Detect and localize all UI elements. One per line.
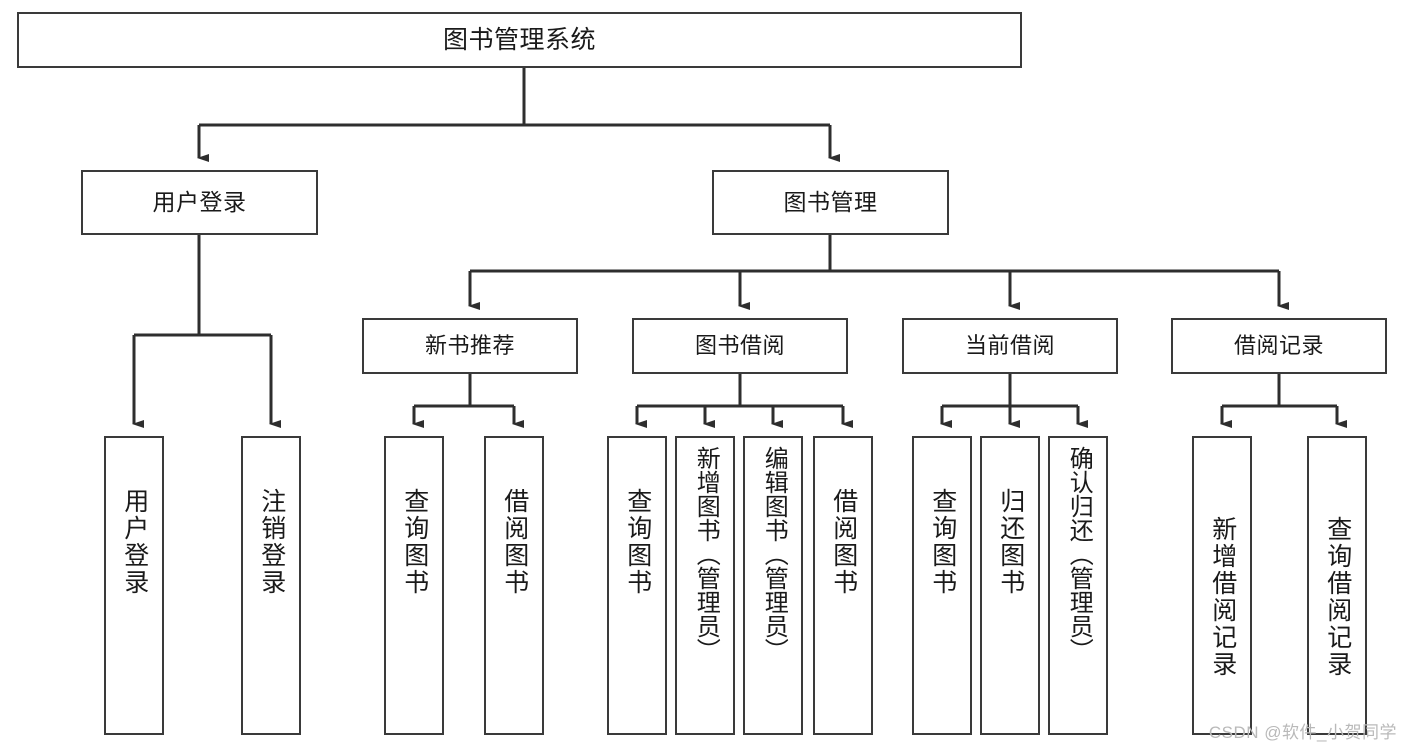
node-user-login[interactable]: 用户登录 bbox=[81, 170, 318, 235]
leaf-book-borrow-edit-label: 编辑图书（管理员） bbox=[760, 446, 788, 662]
leaf-current-borrow-query-label: 查询图书 bbox=[928, 488, 957, 596]
leaf-current-borrow-return[interactable]: 归还图书 bbox=[980, 436, 1040, 735]
leaf-book-borrow-borrow-label: 借阅图书 bbox=[829, 488, 858, 596]
leaf-book-borrow-query-label: 查询图书 bbox=[623, 488, 652, 596]
leaf-new-book-query-label: 查询图书 bbox=[400, 488, 429, 596]
node-new-book-recommend-label: 新书推荐 bbox=[424, 333, 515, 359]
leaf-user-login-login-label: 用户登录 bbox=[120, 488, 149, 596]
leaf-borrow-record-add-label: 新增借阅记录 bbox=[1208, 516, 1237, 678]
node-book-borrow-label: 图书借阅 bbox=[694, 333, 785, 359]
node-book-management-label: 图书管理 bbox=[783, 189, 878, 216]
leaf-book-borrow-borrow[interactable]: 借阅图书 bbox=[813, 436, 873, 735]
leaf-borrow-record-add[interactable]: 新增借阅记录 bbox=[1192, 436, 1252, 735]
node-borrow-record[interactable]: 借阅记录 bbox=[1171, 318, 1387, 374]
node-book-borrow[interactable]: 图书借阅 bbox=[632, 318, 848, 374]
node-root-label: 图书管理系统 bbox=[442, 25, 596, 54]
node-book-management[interactable]: 图书管理 bbox=[712, 170, 949, 235]
node-borrow-record-label: 借阅记录 bbox=[1233, 333, 1324, 359]
leaf-book-borrow-query[interactable]: 查询图书 bbox=[607, 436, 667, 735]
leaf-current-borrow-return-label: 归还图书 bbox=[996, 488, 1025, 596]
node-new-book-recommend[interactable]: 新书推荐 bbox=[362, 318, 578, 374]
node-user-login-label: 用户登录 bbox=[152, 189, 247, 216]
leaf-new-book-borrow-label: 借阅图书 bbox=[500, 488, 529, 596]
leaf-book-borrow-add-label: 新增图书（管理员） bbox=[692, 446, 720, 662]
leaf-user-login-login[interactable]: 用户登录 bbox=[104, 436, 164, 735]
leaf-current-borrow-confirm-return[interactable]: 确认归还（管理员） bbox=[1048, 436, 1108, 735]
leaf-new-book-borrow[interactable]: 借阅图书 bbox=[484, 436, 544, 735]
leaf-user-login-logout[interactable]: 注销登录 bbox=[241, 436, 301, 735]
leaf-new-book-query[interactable]: 查询图书 bbox=[384, 436, 444, 735]
node-root-system[interactable]: 图书管理系统 bbox=[17, 12, 1022, 68]
leaf-borrow-record-query[interactable]: 查询借阅记录 bbox=[1307, 436, 1367, 735]
leaf-current-borrow-confirm-return-label: 确认归还（管理员） bbox=[1065, 446, 1093, 662]
node-current-borrow-label: 当前借阅 bbox=[964, 333, 1055, 359]
leaf-book-borrow-edit[interactable]: 编辑图书（管理员） bbox=[743, 436, 803, 735]
leaf-user-login-logout-label: 注销登录 bbox=[257, 488, 286, 596]
leaf-current-borrow-query[interactable]: 查询图书 bbox=[912, 436, 972, 735]
leaf-book-borrow-add[interactable]: 新增图书（管理员） bbox=[675, 436, 735, 735]
node-current-borrow[interactable]: 当前借阅 bbox=[902, 318, 1118, 374]
leaf-borrow-record-query-label: 查询借阅记录 bbox=[1323, 516, 1352, 678]
